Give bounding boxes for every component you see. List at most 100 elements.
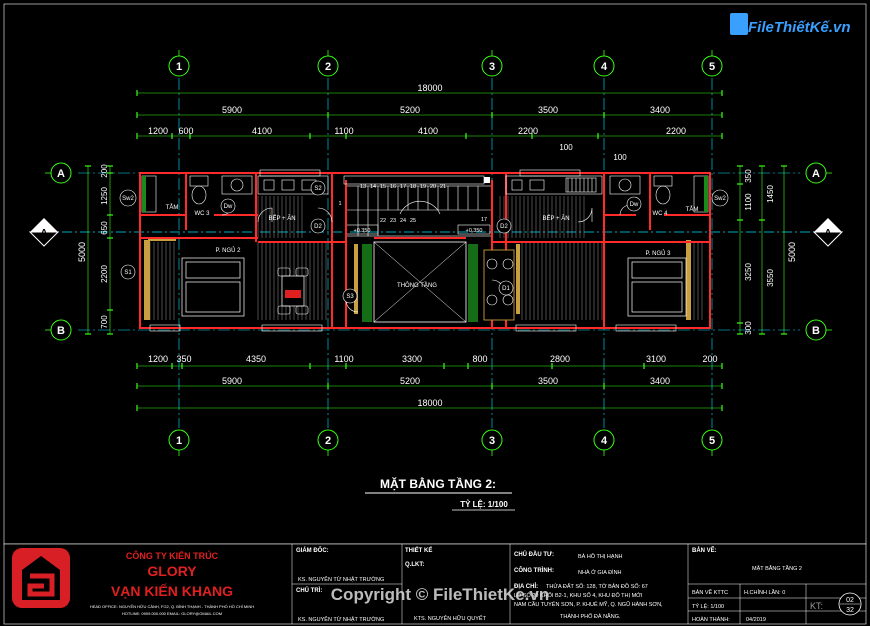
stair-numbers: 13 14 15 16 17 18 19 20 21 22 23 24 25 1… xyxy=(338,184,487,224)
project-name: NHÀ Ở GIA ĐÌNH xyxy=(578,569,622,576)
design-label: THIẾT KẾ xyxy=(405,547,432,554)
dim-bot-r1-2: 4350 xyxy=(246,354,266,364)
dim-right-a-1: 1100 xyxy=(744,193,753,211)
stair-num-8: 21 xyxy=(440,184,446,190)
dim-top-r1-2: 3500 xyxy=(538,105,558,115)
grid-label-5-top: 5 xyxy=(709,61,715,73)
bed-left xyxy=(181,257,245,317)
grid-label-a-left: A xyxy=(57,168,65,180)
tag-s3: S3 xyxy=(346,294,354,300)
void-cross xyxy=(373,241,467,323)
page-number: 02 xyxy=(846,597,854,604)
location-label: ĐỊA CHỈ: xyxy=(514,583,538,590)
walls xyxy=(139,172,711,329)
ql-label: Q.LKT: xyxy=(405,562,424,568)
room-kitchen-right: BẾP + ĂN xyxy=(542,215,569,222)
stair-num-1: 14 xyxy=(370,184,376,190)
stair-num-3: 16 xyxy=(390,184,396,190)
dim-bot-r1-3: 1100 xyxy=(334,354,353,364)
dim-top-r2-5: 2200 xyxy=(518,126,538,136)
dim-right-b-1: 3550 xyxy=(766,269,775,287)
section-label-left: A xyxy=(40,228,47,239)
grid-label-1-bottom: 1 xyxy=(176,435,182,447)
dim-right-a-2: 3250 xyxy=(744,263,753,281)
level-right: +0.350 xyxy=(466,228,483,234)
tag-d2-left: D2 xyxy=(314,224,322,230)
dim-bot-r1-8: 200 xyxy=(702,354,717,364)
location-4: THÀNH PHỐ ĐÀ NẴNG. xyxy=(560,613,621,620)
title-block: CÔNG TY KIẾN TRÚC GLORY VẠN KIẾN KHANG H… xyxy=(3,543,867,625)
stair-num-13: 1 xyxy=(338,201,341,207)
dim-left-4: 700 xyxy=(100,315,109,329)
brand-line-2: VẠN KIẾN KHANG xyxy=(111,583,233,599)
dim-top-r2-3: 1100 xyxy=(334,126,353,136)
dim-top-extra-1: 100 xyxy=(613,153,627,162)
dim-left-3: 2200 xyxy=(100,265,109,283)
floor-hatching xyxy=(149,196,703,320)
dim-bot-r1-0: 1200 xyxy=(148,354,168,364)
dimension-text: 18000 5900 5200 3500 3400 1200 600 4100 … xyxy=(77,83,797,408)
grid-label-1-top: 1 xyxy=(176,61,182,73)
stair-num-9: 22 xyxy=(380,218,386,224)
dim-bot-total: 18000 xyxy=(417,398,442,408)
revision: H.CHỈNH LẦN: 0 xyxy=(744,589,785,596)
stair-num-4: 17 xyxy=(400,184,406,190)
sanitary xyxy=(141,175,709,213)
brand-line-1: GLORY xyxy=(147,563,197,579)
grid-label-b-left: B xyxy=(57,325,65,337)
done-date: 04/2019 xyxy=(746,617,766,623)
stair-num-6: 19 xyxy=(420,184,426,190)
grid-label-4-bottom: 4 xyxy=(601,435,608,447)
shower-green-right xyxy=(704,176,708,212)
project-label: CÔNG TRÌNH: xyxy=(514,566,554,574)
dim-top-r2-2: 4100 xyxy=(252,126,272,136)
section-marker-right: A xyxy=(812,218,844,247)
tag-sw2-right: Sw2 xyxy=(714,196,726,202)
planter-left xyxy=(362,244,372,322)
chutri-label: CHỦ TRÌ: xyxy=(296,586,322,594)
dim-bot-r1-7: 3100 xyxy=(646,354,666,364)
stair-num-10: 23 xyxy=(390,218,396,224)
dim-bot-r2-0: 5900 xyxy=(222,376,242,386)
bed-right xyxy=(627,257,687,317)
owner-name: BÀ HỒ THỊ HẠNH xyxy=(578,553,623,560)
company-phone: HOTLINE: 0909.000.000 EMAIL: GLORY@GMAIL… xyxy=(122,611,222,616)
tag-dw-left: Dw xyxy=(224,204,233,210)
dim-bot-r2-2: 3500 xyxy=(538,376,558,386)
done-label: HOÀN THÀNH: xyxy=(692,616,730,623)
dim-bot-r1-6: 2800 xyxy=(550,354,570,364)
dim-top-r2-4: 4100 xyxy=(418,126,438,136)
grid-label-3-top: 3 xyxy=(489,61,495,73)
windows xyxy=(149,169,677,332)
level-marks: +0.350 +0.350 xyxy=(345,224,491,235)
drawing-title: MẶT BẰNG TẦNG 2: xyxy=(380,476,496,491)
stair-num-2: 15 xyxy=(380,184,386,190)
level-left: +0.350 xyxy=(354,228,371,234)
dim-top-r1-0: 5900 xyxy=(222,105,242,115)
dim-right-total: 5000 xyxy=(787,242,797,262)
dim-right-a-0: 350 xyxy=(744,169,753,183)
tag-dw-right: Dw xyxy=(630,202,639,208)
dim-bot-r1-5: 800 xyxy=(472,354,487,364)
tag-d1: D1 xyxy=(502,286,510,292)
grid-label-4-top: 4 xyxy=(601,61,608,73)
dim-top-r2-1: 600 xyxy=(178,126,193,136)
dim-top-extra-0: 100 xyxy=(559,143,573,152)
dim-right-a-3: 300 xyxy=(744,321,753,335)
dim-left-2: 650 xyxy=(100,221,109,235)
stair-num-0: 13 xyxy=(360,184,366,190)
grid-label-3-bottom: 3 xyxy=(489,435,495,447)
dining-left xyxy=(277,267,309,315)
room-kitchen-left: BẾP + ĂN xyxy=(268,215,295,222)
dimension-lines xyxy=(85,90,787,411)
room-wc4: WC 4 xyxy=(653,211,669,217)
room-void: THÔNG TẦNG xyxy=(397,282,437,289)
room-tam-right: TẮM xyxy=(686,205,699,213)
room-wc3: WC 3 xyxy=(195,211,211,217)
section-label-right: A xyxy=(824,228,831,239)
drawing-title-block: MẶT BẰNG TẦNG 2: TỶ LỆ: 1/100 xyxy=(365,476,515,511)
dim-bot-r1-4: 3300 xyxy=(402,354,422,364)
stair-num-5: 18 xyxy=(410,184,416,190)
stair-num-12: 25 xyxy=(410,218,416,224)
dim-right-b-0: 1450 xyxy=(766,185,775,203)
